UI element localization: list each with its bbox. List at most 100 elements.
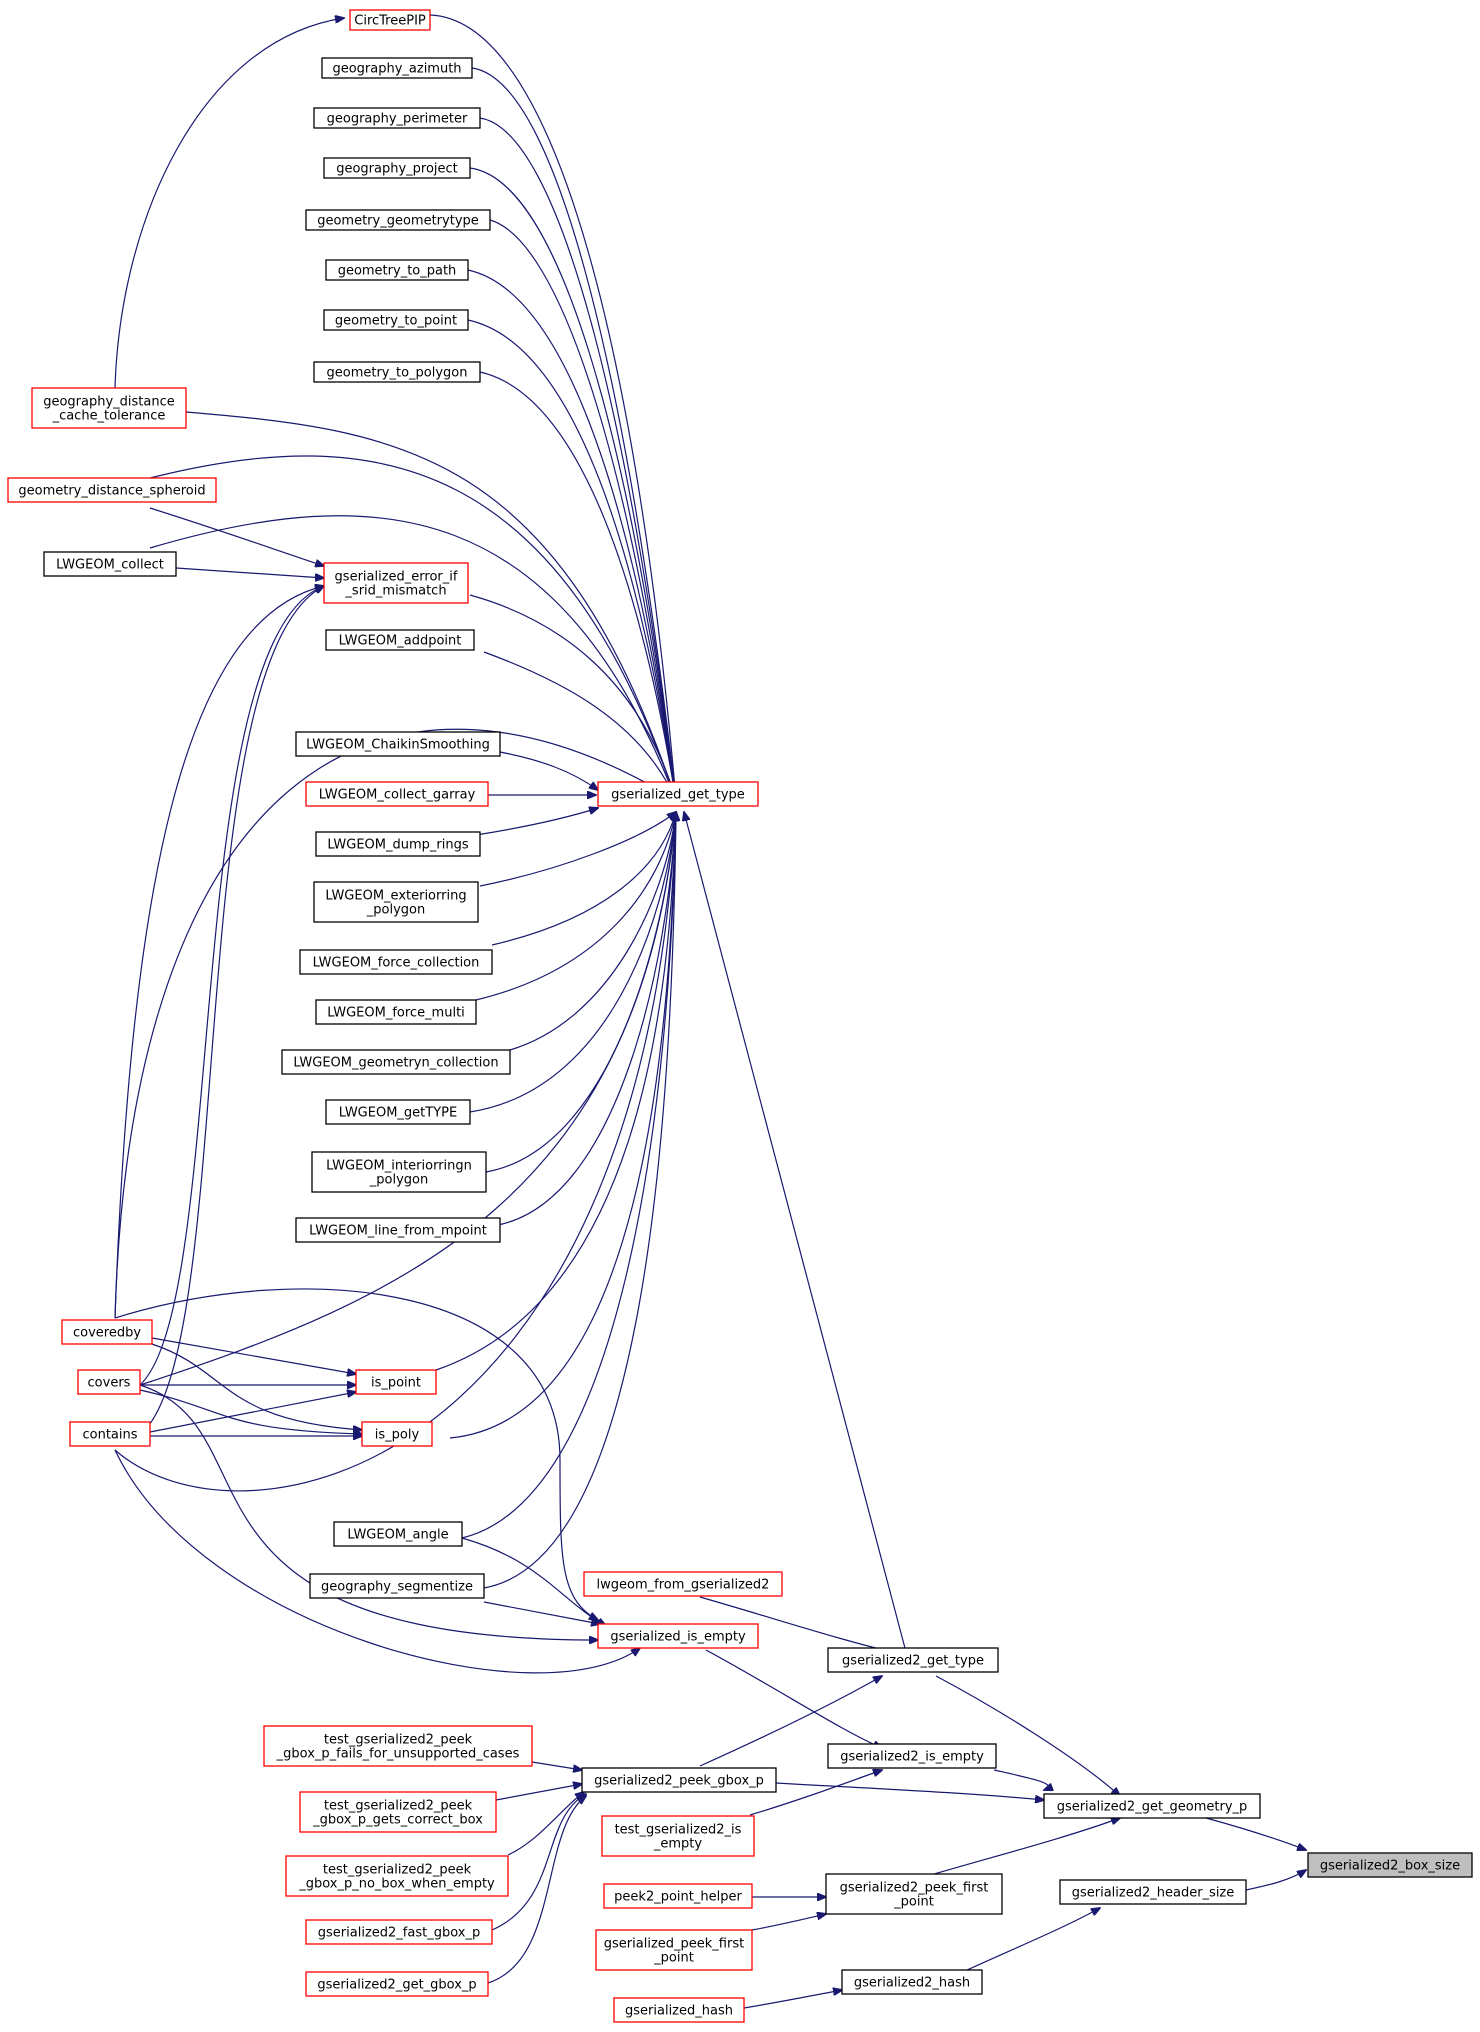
node-box[interactable] (581, 1767, 777, 1793)
node-box[interactable] (323, 309, 469, 331)
node-box[interactable] (827, 1743, 997, 1769)
node-lwgeom-interiorringn-polygon[interactable]: LWGEOM_interiorringn_polygon (311, 1151, 487, 1193)
node-box[interactable] (321, 57, 473, 79)
node-contains[interactable]: contains (69, 1421, 151, 1447)
node-box[interactable] (305, 1919, 493, 1945)
node-box[interactable] (825, 1873, 1003, 1915)
node-box[interactable] (325, 259, 469, 281)
node-is-poly[interactable]: is_poly (361, 1421, 433, 1447)
node-gserialized2-box-size[interactable]: gserialized2_box_size (1307, 1852, 1473, 1878)
node-test-peek-gbox-correct[interactable]: test_gserialized2_peek_gbox_p_gets_corre… (299, 1791, 497, 1833)
node-geometry-to-polygon[interactable]: geometry_to_polygon (313, 361, 481, 383)
node-gserialized2-header-size[interactable]: gserialized2_header_size (1059, 1879, 1247, 1905)
node-box[interactable] (603, 1883, 753, 1909)
node-coveredby[interactable]: coveredby (61, 1319, 153, 1345)
node-circtreepip[interactable]: CircTreePIP (349, 9, 431, 31)
node-box[interactable] (313, 107, 481, 129)
node-box[interactable] (325, 629, 475, 651)
node-box[interactable] (305, 781, 489, 807)
node-geography-segmentize[interactable]: geography_segmentize (309, 1573, 485, 1599)
node-covers[interactable]: covers (77, 1369, 141, 1395)
node-box[interactable] (601, 1815, 755, 1857)
node-lwgeom-addpoint[interactable]: LWGEOM_addpoint (325, 629, 475, 651)
node-box[interactable] (31, 387, 187, 429)
node-box[interactable] (841, 1969, 983, 1995)
node-box[interactable] (1043, 1793, 1261, 1819)
node-box[interactable] (69, 1421, 151, 1447)
node-box[interactable] (313, 881, 479, 923)
node-geometry-to-point[interactable]: geometry_to_point (323, 309, 469, 331)
node-lwgeom-force-multi[interactable]: LWGEOM_force_multi (315, 999, 477, 1025)
node-box[interactable] (281, 1049, 511, 1075)
node-lwgeom-dump-rings[interactable]: LWGEOM_dump_rings (315, 831, 481, 857)
node-box[interactable] (315, 999, 477, 1025)
node-test-peek-gbox-fails[interactable]: test_gserialized2_peek_gbox_p_fails_for_… (263, 1725, 533, 1767)
node-lwgeom-chaikinsmoothing[interactable]: LWGEOM_ChaikinSmoothing (295, 731, 501, 757)
node-lwgeom-from-gserialized2[interactable]: lwgeom_from_gserialized2 (583, 1571, 783, 1597)
node-box[interactable] (313, 361, 481, 383)
node-geography-distance-cache-tolerance[interactable]: geography_distance_cache_tolerance (31, 387, 187, 429)
node-geography-perimeter[interactable]: geography_perimeter (313, 107, 481, 129)
node-box[interactable] (61, 1319, 153, 1345)
node-lwgeom-force-collection[interactable]: LWGEOM_force_collection (299, 949, 493, 975)
node-box[interactable] (1307, 1852, 1473, 1878)
node-box[interactable] (263, 1725, 533, 1767)
node-gserialized2-peek-first-point[interactable]: gserialized2_peek_first_point (825, 1873, 1003, 1915)
node-lwgeom-collect[interactable]: LWGEOM_collect (43, 551, 177, 577)
node-box[interactable] (1059, 1879, 1247, 1905)
node-box[interactable] (305, 1971, 489, 1997)
node-gserialized2-is-empty[interactable]: gserialized2_is_empty (827, 1743, 997, 1769)
node-gserialized2-get-geometry-p[interactable]: gserialized2_get_geometry_p (1043, 1793, 1261, 1819)
node-gserialized-hash[interactable]: gserialized_hash (613, 1997, 745, 2023)
node-box[interactable] (323, 157, 471, 179)
node-box[interactable] (77, 1369, 141, 1395)
node-gserialized-error-if-srid-mismatch[interactable]: gserialized_error_if_srid_mismatch (323, 562, 469, 604)
node-box[interactable] (299, 1791, 497, 1833)
node-lwgeom-gettype[interactable]: LWGEOM_getTYPE (325, 1099, 471, 1125)
node-test-peek-gbox-no-box[interactable]: test_gserialized2_peek_gbox_p_no_box_whe… (285, 1855, 509, 1897)
node-box[interactable] (595, 1929, 753, 1971)
node-box[interactable] (325, 1099, 471, 1125)
node-box[interactable] (309, 1573, 485, 1599)
node-gserialized-is-empty[interactable]: gserialized_is_empty (597, 1623, 759, 1649)
node-box[interactable] (349, 9, 431, 31)
node-gserialized-get-type[interactable]: gserialized_get_type (597, 781, 759, 807)
node-box[interactable] (295, 731, 501, 757)
node-is-point[interactable]: is_point (355, 1369, 437, 1395)
node-box[interactable] (285, 1855, 509, 1897)
node-geometry-to-path[interactable]: geometry_to_path (325, 259, 469, 281)
node-box[interactable] (355, 1369, 437, 1395)
node-gserialized2-get-type[interactable]: gserialized2_get_type (827, 1647, 999, 1673)
node-box[interactable] (305, 209, 491, 231)
node-box[interactable] (43, 551, 177, 577)
node-box[interactable] (311, 1151, 487, 1193)
node-gserialized2-peek-gbox-p[interactable]: gserialized2_peek_gbox_p (581, 1767, 777, 1793)
node-box[interactable] (315, 831, 481, 857)
node-box[interactable] (323, 562, 469, 604)
node-box[interactable] (299, 949, 493, 975)
node-lwgeom-exteriorring-polygon[interactable]: LWGEOM_exteriorring_polygon (313, 881, 479, 923)
node-box[interactable] (827, 1647, 999, 1673)
node-geography-azimuth[interactable]: geography_azimuth (321, 57, 473, 79)
node-box[interactable] (597, 1623, 759, 1649)
node-box[interactable] (295, 1217, 501, 1243)
node-gserialized-peek-first-point[interactable]: gserialized_peek_first_point (595, 1929, 753, 1971)
node-box[interactable] (597, 781, 759, 807)
node-box[interactable] (613, 1997, 745, 2023)
node-gserialized2-get-gbox-p[interactable]: gserialized2_get_gbox_p (305, 1971, 489, 1997)
node-box[interactable] (583, 1571, 783, 1597)
node-gserialized2-hash[interactable]: gserialized2_hash (841, 1969, 983, 1995)
node-box[interactable] (7, 477, 217, 503)
node-box[interactable] (333, 1521, 463, 1547)
node-gserialized2-fast-gbox-p[interactable]: gserialized2_fast_gbox_p (305, 1919, 493, 1945)
node-lwgeom-line-from-mpoint[interactable]: LWGEOM_line_from_mpoint (295, 1217, 501, 1243)
node-lwgeom-angle[interactable]: LWGEOM_angle (333, 1521, 463, 1547)
node-peek2-point-helper[interactable]: peek2_point_helper (603, 1883, 753, 1909)
node-test-gserialized2-is-empty[interactable]: test_gserialized2_is_empty (601, 1815, 755, 1857)
node-geometry-distance-spheroid[interactable]: geometry_distance_spheroid (7, 477, 217, 503)
node-geography-project[interactable]: geography_project (323, 157, 471, 179)
node-lwgeom-collect-garray[interactable]: LWGEOM_collect_garray (305, 781, 489, 807)
node-box[interactable] (361, 1421, 433, 1447)
node-lwgeom-geometryn-collection[interactable]: LWGEOM_geometryn_collection (281, 1049, 511, 1075)
node-geometry-geometrytype[interactable]: geometry_geometrytype (305, 209, 491, 231)
